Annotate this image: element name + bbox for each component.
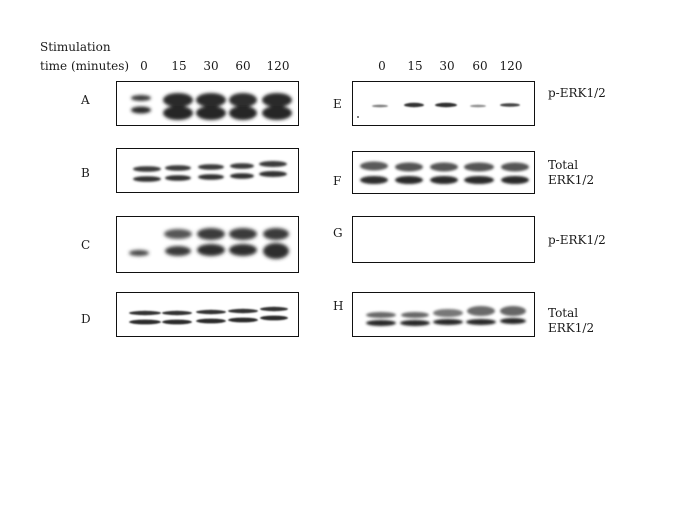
- band-d-15-upper: [162, 310, 192, 316]
- band-c-0: [129, 250, 149, 256]
- band-a-120-lower: [262, 106, 292, 120]
- right-timepoint-0: 0: [378, 59, 386, 73]
- stimulation-label: Stimulation: [40, 40, 111, 54]
- blot-panel-d: [116, 292, 299, 337]
- band-e-0: [372, 104, 388, 108]
- band-h-60-lower: [466, 319, 496, 325]
- band-b-120-lower: [259, 171, 287, 177]
- band-f-120-upper: [501, 162, 529, 172]
- band-d-30-lower: [196, 318, 226, 324]
- blot-panel-f: [352, 151, 535, 194]
- right-timepoint-120: 120: [499, 59, 523, 73]
- speck-e: [357, 116, 359, 118]
- band-h-30-upper: [433, 309, 463, 317]
- blot-panel-e: [352, 81, 535, 126]
- band-c-120-upper: [263, 228, 289, 240]
- band-d-60-upper: [228, 308, 258, 314]
- band-h-0-upper: [366, 312, 396, 318]
- left-timepoint-0: 0: [140, 59, 148, 73]
- band-d-120-upper: [260, 306, 288, 312]
- band-b-60-lower: [230, 173, 254, 179]
- band-f-15-lower: [395, 176, 423, 184]
- band-b-120-upper: [259, 161, 287, 167]
- band-c-30-upper: [197, 228, 225, 240]
- panel-label-h: H: [333, 299, 344, 313]
- band-f-60-upper: [464, 162, 494, 172]
- band-c-60-lower: [229, 244, 257, 256]
- band-h-60-upper: [467, 306, 495, 316]
- band-f-0-upper: [360, 161, 388, 171]
- label-f-erk: ERK1/2: [548, 173, 595, 187]
- band-c-120-lower: [263, 243, 289, 259]
- band-a-15-lower: [163, 106, 193, 120]
- panel-label-c: C: [81, 238, 91, 252]
- band-b-30-lower: [198, 174, 224, 180]
- band-f-0-lower: [360, 176, 388, 184]
- band-a-30-lower: [196, 106, 226, 120]
- left-timepoint-30: 30: [203, 59, 219, 73]
- band-a-120-upper: [262, 93, 292, 107]
- label-e-p-erk: p-ERK1/2: [548, 86, 606, 100]
- band-d-60-lower: [228, 317, 258, 323]
- blot-panel-g: [352, 216, 535, 263]
- band-h-120-upper: [500, 306, 526, 316]
- band-b-0-upper: [133, 166, 161, 172]
- band-c-15-lower: [165, 246, 191, 256]
- band-h-15-lower: [400, 320, 430, 326]
- panel-label-e: E: [333, 97, 342, 111]
- band-a-60-lower: [229, 106, 257, 120]
- band-d-15-lower: [162, 319, 192, 325]
- band-a-30-upper: [196, 93, 226, 107]
- label-h-total: Total: [548, 306, 579, 320]
- left-timepoint-120: 120: [266, 59, 290, 73]
- blot-panel-c: [116, 216, 299, 273]
- right-timepoint-30: 30: [439, 59, 455, 73]
- band-c-30-lower: [197, 244, 225, 256]
- band-b-15-lower: [165, 175, 191, 181]
- right-timepoint-15: 15: [407, 59, 423, 73]
- panel-label-g: G: [333, 226, 343, 240]
- band-c-15-upper: [164, 229, 192, 239]
- band-h-0-lower: [366, 320, 396, 326]
- band-e-15: [404, 102, 424, 108]
- band-f-30-upper: [430, 162, 458, 172]
- band-a-0-upper: [131, 95, 151, 101]
- label-h-erk: ERK1/2: [548, 321, 595, 335]
- label-f-total: Total: [548, 158, 579, 172]
- band-f-15-upper: [395, 162, 423, 172]
- band-h-30-lower: [433, 319, 463, 325]
- band-a-0-lower: [131, 106, 151, 114]
- band-c-60-upper: [229, 228, 257, 240]
- right-timepoint-60: 60: [472, 59, 488, 73]
- band-d-120-lower: [260, 315, 288, 321]
- band-d-0-lower: [129, 319, 161, 325]
- band-h-15-upper: [401, 312, 429, 318]
- band-f-120-lower: [501, 176, 529, 184]
- band-f-60-lower: [464, 176, 494, 184]
- band-b-60-upper: [230, 163, 254, 169]
- band-e-60: [470, 104, 486, 108]
- panel-label-a: A: [81, 93, 90, 107]
- blot-panel-b: [116, 148, 299, 193]
- band-e-120: [500, 103, 520, 107]
- panel-label-b: B: [81, 166, 90, 180]
- band-a-60-upper: [229, 93, 257, 107]
- blot-panel-a: [116, 81, 299, 126]
- left-timepoint-15: 15: [171, 59, 187, 73]
- band-b-30-upper: [198, 164, 224, 170]
- label-g-p-erk: p-ERK1/2: [548, 233, 606, 247]
- band-f-30-lower: [430, 176, 458, 184]
- band-b-0-lower: [133, 176, 161, 182]
- band-d-0-upper: [129, 310, 161, 316]
- band-d-30-upper: [196, 309, 226, 315]
- time-minutes-label: time (minutes): [40, 59, 130, 73]
- left-timepoint-60: 60: [235, 59, 251, 73]
- band-b-15-upper: [165, 165, 191, 171]
- band-h-120-lower: [500, 318, 526, 324]
- blot-panel-h: [352, 292, 535, 337]
- panel-label-d: D: [81, 312, 91, 326]
- band-e-30: [435, 102, 457, 108]
- panel-label-f: F: [333, 174, 342, 188]
- band-a-15-upper: [163, 93, 193, 107]
